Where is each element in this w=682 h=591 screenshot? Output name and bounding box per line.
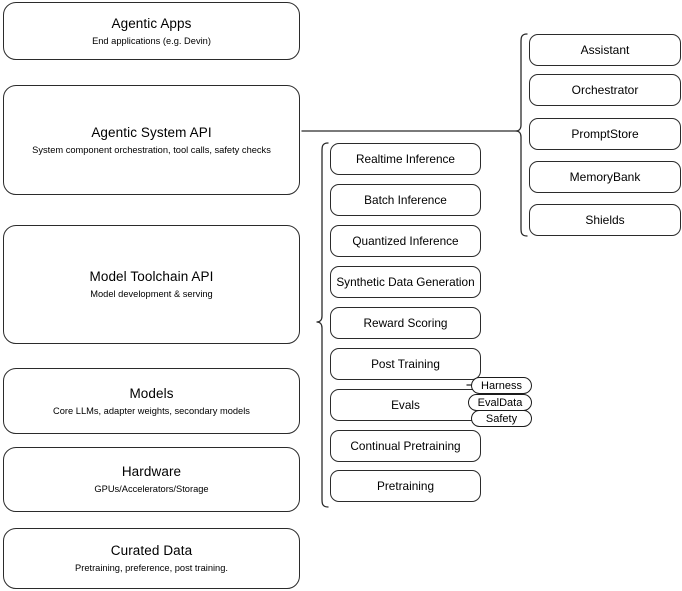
eval-badge-label: Safety [485, 412, 518, 425]
capability-evals[interactable]: Evals [330, 389, 481, 421]
stack-layer-title: Agentic System API [91, 124, 212, 140]
stack-layer-agentic-system-api[interactable]: Agentic System API System component orch… [3, 85, 300, 195]
component-label: MemoryBank [569, 170, 641, 184]
capability-post-training[interactable]: Post Training [330, 348, 481, 380]
capability-label: Batch Inference [364, 193, 447, 207]
stack-layer-title: Model Toolchain API [89, 269, 214, 284]
capability-label: Realtime Inference [355, 152, 455, 166]
component-assistant[interactable]: Assistant [529, 34, 681, 66]
component-memorybank[interactable]: MemoryBank [529, 161, 681, 193]
stack-layer-subtitle: Pretraining, preference, post training. [75, 563, 228, 573]
capability-realtime-inference[interactable]: Realtime Inference [330, 143, 481, 175]
stack-layer-agentic-apps[interactable]: Agentic Apps End applications (e.g. Devi… [3, 2, 300, 60]
capability-label: Synthetic Data Generation [336, 275, 475, 289]
component-promptstore[interactable]: PromptStore [529, 118, 681, 150]
stack-layer-curated-data[interactable]: Curated Data Pretraining, preference, po… [3, 528, 300, 589]
eval-badge-label: Harness [481, 379, 522, 392]
component-orchestrator[interactable]: Orchestrator [529, 74, 681, 106]
capability-label: Evals [391, 398, 420, 412]
stack-layer-models[interactable]: Models Core LLMs, adapter weights, secon… [3, 368, 300, 434]
eval-badge-label: EvalData [477, 396, 523, 409]
brace-toolchain-capabilities [316, 142, 329, 508]
stack-layer-title: Models [129, 385, 174, 401]
stack-layer-subtitle: System component orchestration, tool cal… [32, 144, 271, 155]
component-label: Orchestrator [571, 83, 639, 97]
capability-label: Post Training [371, 357, 440, 371]
stack-layer-subtitle: GPUs/Accelerators/Storage [94, 484, 209, 494]
stack-layer-model-toolchain-api[interactable]: Model Toolchain API Model development & … [3, 225, 300, 344]
capability-label: Pretraining [376, 479, 435, 493]
stack-layer-title: Curated Data [110, 543, 193, 558]
stack-layer-title: Agentic Apps [111, 15, 192, 31]
stack-layer-subtitle: End applications (e.g. Devin) [92, 35, 211, 46]
stack-layer-title: Hardware [121, 464, 182, 479]
component-shields[interactable]: Shields [529, 204, 681, 236]
component-label: Assistant [580, 43, 630, 57]
stack-layer-subtitle: Model development & serving [90, 289, 213, 299]
eval-badge-harness[interactable]: Harness [471, 377, 532, 394]
capability-pretraining[interactable]: Pretraining [330, 470, 481, 502]
capability-synthetic-data-generation[interactable]: Synthetic Data Generation [330, 266, 481, 298]
capability-label: Continual Pretraining [350, 439, 461, 453]
capability-continual-pretraining[interactable]: Continual Pretraining [330, 430, 481, 462]
component-label: PromptStore [571, 127, 639, 141]
eval-badge-evaldata[interactable]: EvalData [468, 394, 532, 411]
capability-reward-scoring[interactable]: Reward Scoring [330, 307, 481, 339]
capability-batch-inference[interactable]: Batch Inference [330, 184, 481, 216]
capability-label: Quantized Inference [352, 234, 459, 248]
capability-label: Reward Scoring [363, 316, 448, 330]
eval-badge-safety[interactable]: Safety [471, 410, 532, 427]
stack-layer-hardware[interactable]: Hardware GPUs/Accelerators/Storage [3, 447, 300, 512]
component-label: Shields [585, 213, 625, 227]
stack-layer-subtitle: Core LLMs, adapter weights, secondary mo… [53, 405, 250, 416]
brace-agentic-components [515, 33, 528, 237]
capability-quantized-inference[interactable]: Quantized Inference [330, 225, 481, 257]
